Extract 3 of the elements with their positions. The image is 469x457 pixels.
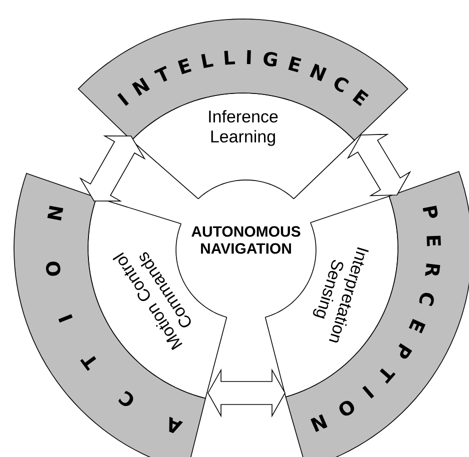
sector: INTELLIGENCE Inference Learning [78,18,408,146]
double-arrow [208,368,286,418]
double-arrow [346,134,412,196]
